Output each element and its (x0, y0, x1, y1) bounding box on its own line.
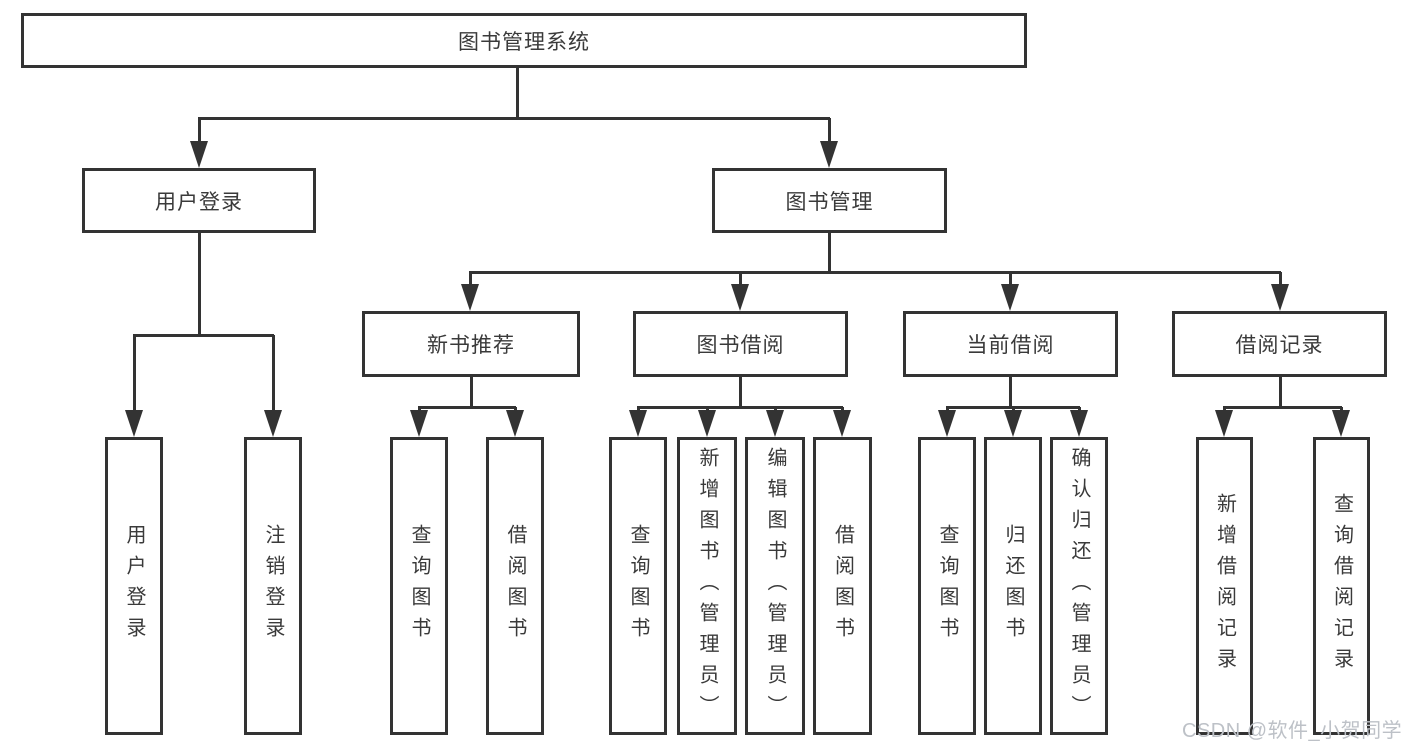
node-current-borrow: 当前借阅 (903, 311, 1118, 377)
connector-line (828, 233, 831, 274)
leaf-add-borrow-record-label: 新增借阅记录 (1213, 493, 1236, 679)
leaf-edit-book-admin: 编辑图书（管理员） (745, 437, 805, 735)
arrowhead-down (1271, 284, 1289, 311)
node-borrow-records: 借阅记录 (1172, 311, 1387, 377)
arrowhead-down (1070, 410, 1088, 437)
leaf-query-book-current-label: 查询图书 (936, 524, 958, 648)
leaf-query-book-borrow-label: 查询图书 (627, 524, 649, 648)
connector-line (828, 118, 831, 146)
leaf-add-book-admin-label: 新增图书（管理员） (696, 446, 718, 726)
arrowhead-down (190, 141, 208, 168)
connector-line (1009, 377, 1012, 408)
node-current-borrow-label: 当前借阅 (966, 334, 1055, 357)
node-user-login-label: 用户登录 (155, 190, 243, 214)
arrowhead-down (629, 410, 647, 437)
arrowhead-down (264, 410, 282, 437)
connector-line (133, 334, 274, 337)
leaf-query-book-recommend: 查询图书 (390, 437, 448, 735)
node-book-borrow-label: 图书借阅 (696, 334, 785, 357)
connector-line (198, 118, 201, 146)
leaf-confirm-return-admin-label: 确认归还（管理员） (1068, 446, 1090, 726)
arrowhead-down (1004, 410, 1022, 437)
arrowhead-down (731, 284, 749, 311)
connector-line (739, 377, 742, 408)
connector-line (470, 377, 473, 408)
arrowhead-down (125, 410, 143, 437)
arrowhead-down (698, 410, 716, 437)
leaf-user-login: 用户登录 (105, 437, 163, 735)
node-new-book-recommend-label: 新书推荐 (427, 334, 515, 357)
node-borrow-records-label: 借阅记录 (1235, 334, 1324, 357)
connector-line (272, 335, 275, 413)
leaf-query-book-borrow: 查询图书 (609, 437, 667, 735)
arrowhead-down (1332, 410, 1350, 437)
connector-line (739, 272, 742, 287)
leaf-borrow-book-borrow: 借阅图书 (813, 437, 872, 735)
leaf-logout-label: 注销登录 (262, 524, 284, 648)
leaf-add-borrow-record: 新增借阅记录 (1196, 437, 1253, 735)
leaf-user-login-label: 用户登录 (123, 524, 145, 648)
leaf-borrow-book-recommend-label: 借阅图书 (504, 524, 526, 648)
leaf-confirm-return-admin: 确认归还（管理员） (1050, 437, 1108, 735)
leaf-query-book-recommend-label: 查询图书 (408, 524, 430, 648)
connector-line (198, 233, 201, 336)
node-book-management-label: 图书管理 (785, 190, 874, 214)
arrowhead-down (833, 410, 851, 437)
arrowhead-down (1001, 284, 1019, 311)
leaf-borrow-book-borrow-label: 借阅图书 (831, 524, 854, 648)
connector-line (469, 272, 472, 287)
leaf-query-book-current: 查询图书 (918, 437, 976, 735)
connector-line (133, 335, 136, 413)
node-book-borrow: 图书借阅 (633, 311, 848, 377)
connector-line (1279, 272, 1282, 287)
node-book-management: 图书管理 (712, 168, 947, 233)
arrowhead-down (766, 410, 784, 437)
connector-line (516, 68, 519, 118)
leaf-return-book-label: 归还图书 (1002, 524, 1024, 648)
leaf-logout: 注销登录 (244, 437, 302, 735)
node-new-book-recommend: 新书推荐 (362, 311, 580, 377)
arrowhead-down (410, 410, 428, 437)
node-user-login: 用户登录 (82, 168, 316, 233)
leaf-return-book: 归还图书 (984, 437, 1042, 735)
connector-line (1009, 272, 1012, 287)
node-root-label: 图书管理系统 (458, 30, 590, 54)
connector-line (1279, 377, 1282, 408)
connector-line (469, 271, 1281, 274)
arrowhead-down (506, 410, 524, 437)
connector-line (637, 406, 843, 409)
leaf-query-borrow-record: 查询借阅记录 (1313, 437, 1370, 735)
leaf-add-book-admin: 新增图书（管理员） (677, 437, 737, 735)
arrowhead-down (1215, 410, 1233, 437)
arrowhead-down (461, 284, 479, 311)
connector-line (418, 406, 516, 409)
node-root: 图书管理系统 (21, 13, 1027, 68)
leaf-borrow-book-recommend: 借阅图书 (486, 437, 544, 735)
arrowhead-down (938, 410, 956, 437)
watermark-text: CSDN @软件_小贺同学 (1182, 720, 1403, 742)
connector-line (198, 117, 830, 120)
arrowhead-down (820, 141, 838, 168)
connector-line (1223, 406, 1342, 409)
leaf-edit-book-admin-label: 编辑图书（管理员） (764, 446, 786, 726)
leaf-query-borrow-record-label: 查询借阅记录 (1330, 493, 1353, 679)
